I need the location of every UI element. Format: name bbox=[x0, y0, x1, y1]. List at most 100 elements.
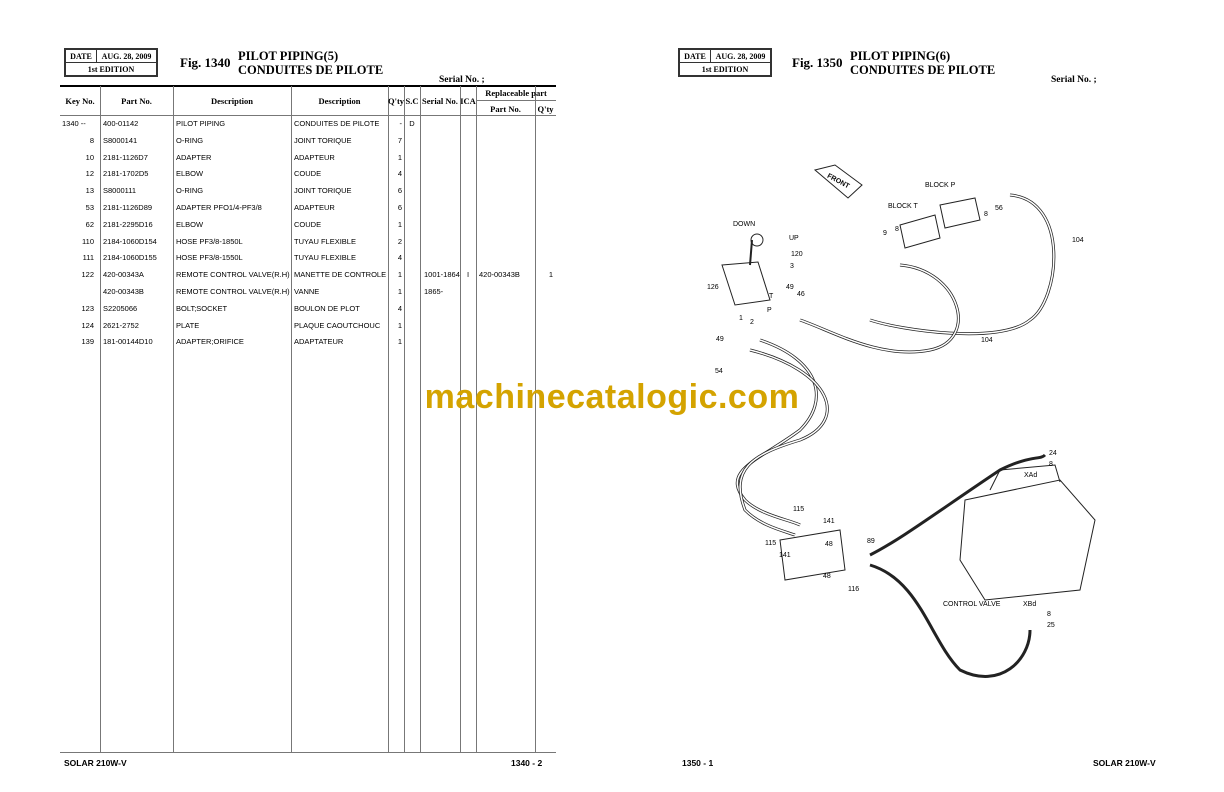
cell-qty: 4 bbox=[397, 303, 402, 313]
callout-label: 8 bbox=[895, 226, 899, 233]
header-qty: Q'ty bbox=[388, 96, 405, 106]
cell-qty: 1 bbox=[397, 287, 402, 296]
cell-desc: PLATE bbox=[176, 320, 200, 330]
edition: 1st EDITION bbox=[701, 64, 749, 74]
cell-desc: REMOTE CONTROL VALVE(R.H) bbox=[176, 287, 290, 296]
cell-key: 110 bbox=[82, 236, 94, 246]
cell-desc: O-RING bbox=[176, 186, 204, 196]
cell-desc2: TUYAU FLEXIBLE bbox=[294, 236, 356, 246]
cell-desc2: ADAPTEUR bbox=[294, 152, 335, 162]
cell-desc2: JOINT TORIQUE bbox=[294, 186, 352, 196]
cell-key: 1340 -- bbox=[62, 119, 86, 128]
cell-key: 111 bbox=[82, 253, 94, 263]
callout-label: 1 bbox=[739, 315, 743, 322]
date-value: AUG. 28, 2009 bbox=[715, 51, 766, 61]
date-value: AUG. 28, 2009 bbox=[101, 51, 152, 61]
figure-title: PILOT PIPING(5) CONDUITES DE PILOTE bbox=[238, 49, 383, 77]
replaceable-rule bbox=[476, 100, 556, 101]
cell-sc: D bbox=[409, 119, 415, 128]
header-desc: Description bbox=[210, 96, 254, 106]
cell-part: 420-00343B bbox=[103, 287, 144, 296]
cell-part: 2184-1060D155 bbox=[103, 253, 157, 263]
control-valve bbox=[959, 479, 1096, 601]
callout-label: T bbox=[769, 293, 774, 300]
footer-model: SOLAR 210W-V bbox=[64, 758, 127, 768]
date-label: DATE bbox=[66, 50, 97, 62]
callout-label: 48 bbox=[825, 541, 833, 548]
cell-qty: - bbox=[399, 119, 403, 128]
callout-label: 2 bbox=[750, 319, 754, 326]
header-rule bbox=[60, 115, 556, 116]
footer-page: 1340 - 2 bbox=[511, 758, 543, 768]
callout-label: 104 bbox=[981, 337, 993, 344]
cell-qty: 1 bbox=[397, 337, 402, 347]
callout-label: 120 bbox=[791, 251, 803, 258]
cell-desc2: COUDE bbox=[294, 219, 322, 229]
cell-key: 53 bbox=[85, 203, 94, 212]
cell-qty: 1 bbox=[397, 270, 402, 280]
cell-desc2: VANNE bbox=[294, 287, 320, 296]
callout-label: 89 bbox=[867, 538, 875, 545]
serial-label-right: Serial No. ; bbox=[1051, 75, 1097, 85]
cell-part: 2181-1126D89 bbox=[103, 203, 153, 212]
cell-desc2: PLAQUE CAOUTCHOUC bbox=[294, 320, 381, 330]
header-rep-part: Part No. bbox=[490, 104, 521, 114]
cell-desc: ADAPTER PFO1/4-PF3/8 bbox=[176, 203, 262, 212]
cell-qty: 4 bbox=[397, 253, 402, 263]
callout-label: 49 bbox=[786, 284, 794, 291]
cell-rep-qty: 1 bbox=[548, 270, 553, 280]
cell-part: 181-00144D10 bbox=[103, 337, 153, 347]
cell-part: S2205066 bbox=[103, 303, 138, 313]
header-part: Part No. bbox=[121, 96, 152, 106]
cell-desc: ELBOW bbox=[176, 219, 204, 229]
header-sc: S.C bbox=[405, 96, 419, 106]
callout-label: XBd bbox=[1023, 601, 1037, 608]
figure-number: Fig. 1340 bbox=[180, 55, 231, 70]
footer-page-right: 1350 - 1 bbox=[682, 758, 714, 768]
callout-label: 141 bbox=[823, 518, 835, 525]
callout-label: 126 bbox=[707, 284, 719, 291]
cell-qty: 4 bbox=[397, 169, 402, 179]
callout-label: 48 bbox=[823, 573, 831, 580]
cell-part: 2181-1702D5 bbox=[103, 169, 149, 179]
serial-label: Serial No. ; bbox=[439, 75, 485, 85]
cell-key: 13 bbox=[85, 186, 94, 196]
callout-label: 25 bbox=[1047, 622, 1055, 629]
cell-key: 124 bbox=[81, 320, 94, 330]
cell-qty: 6 bbox=[397, 203, 402, 212]
cell-qty: 1 bbox=[397, 320, 402, 330]
callout-label: 46 bbox=[797, 291, 805, 298]
cell-qty: 1 bbox=[397, 152, 402, 162]
cell-part: 2621-2752 bbox=[103, 320, 139, 330]
cell-desc2: BOULON DE PLOT bbox=[294, 303, 360, 313]
cell-desc: ADAPTER;ORIFICE bbox=[176, 337, 244, 347]
cell-key: 139 bbox=[81, 337, 94, 347]
callout-label: P bbox=[767, 307, 772, 314]
header-key: Key No. bbox=[65, 96, 95, 106]
callout-label: 54 bbox=[715, 368, 723, 375]
cell-qty: 2 bbox=[397, 236, 402, 246]
callout-label: 141 bbox=[779, 552, 791, 559]
callout-label: CONTROL VALVE bbox=[943, 601, 1001, 608]
header-ica: ICA bbox=[460, 96, 476, 106]
header-serial: Serial No. bbox=[422, 96, 458, 106]
table-top-rule bbox=[60, 85, 556, 87]
cell-key: 8 bbox=[89, 135, 94, 145]
watermark: machinecatalogic.com bbox=[424, 378, 800, 416]
callout-label: 8 bbox=[1049, 461, 1053, 468]
cell-part: 400-01142 bbox=[103, 119, 139, 128]
cell-desc: BOLT;SOCKET bbox=[176, 303, 228, 313]
cell-desc2: TUYAU FLEXIBLE bbox=[294, 253, 356, 263]
block-p bbox=[939, 197, 981, 229]
cell-part: S8000111 bbox=[103, 186, 137, 196]
cell-rep-part: 420-00343B bbox=[479, 270, 520, 280]
callout-label: 49 bbox=[716, 336, 724, 343]
cell-desc: REMOTE CONTROL VALVE(R.H) bbox=[176, 270, 290, 280]
cell-desc2: JOINT TORIQUE bbox=[294, 135, 352, 145]
cell-qty: 1 bbox=[397, 219, 402, 229]
callout-label: 24 bbox=[1049, 450, 1057, 457]
date-label: DATE bbox=[680, 50, 711, 62]
callout-label: 56 bbox=[995, 205, 1003, 212]
cell-desc2: MANETTE DE CONTROLE bbox=[294, 270, 387, 280]
cell-part: 2181-2295D16 bbox=[103, 219, 153, 229]
